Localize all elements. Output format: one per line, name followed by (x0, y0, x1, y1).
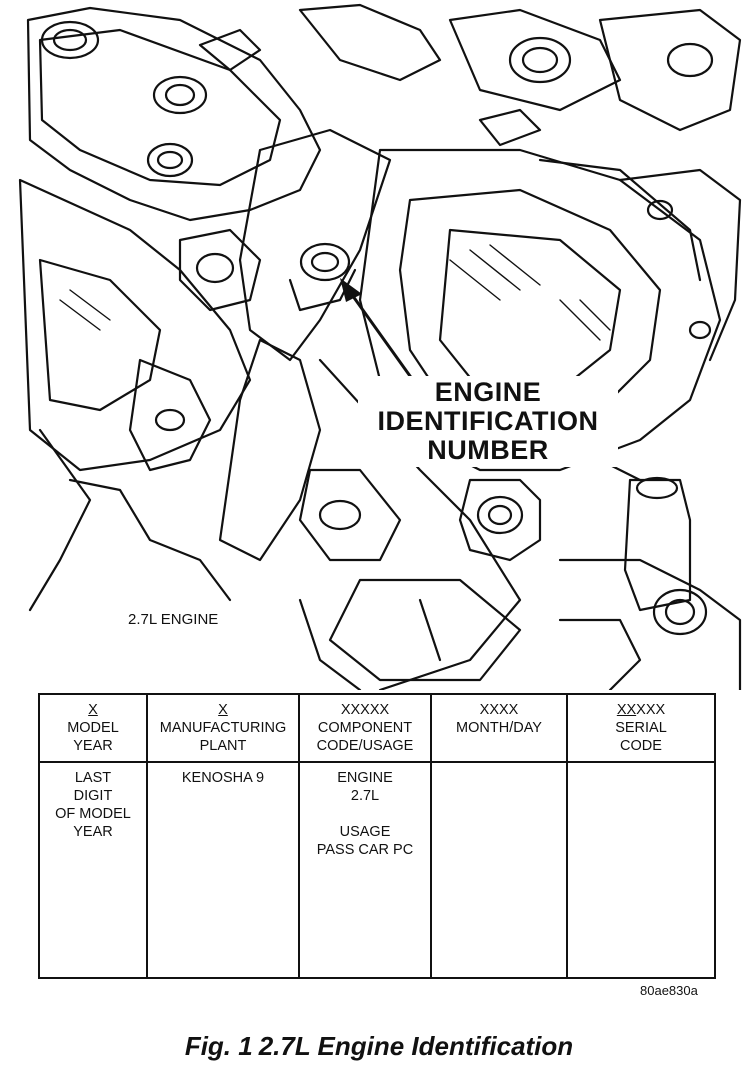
header-model-year: X MODEL YEAR (38, 693, 148, 763)
table-header-row: X MODEL YEAR X MANUFACTURING PLANT XXXXX… (38, 693, 716, 763)
callout-line-2: IDENTIFICATION (377, 406, 599, 436)
callout-line-1: ENGINE (434, 377, 542, 407)
caption-fig-number: Fig. 1 (184, 1031, 253, 1061)
header-component-code: XXXXX COMPONENT CODE/USAGE (298, 693, 432, 763)
value-model-year: LAST DIGIT OF MODEL YEAR (38, 761, 148, 979)
table-value-row: LAST DIGIT OF MODEL YEAR KENOSHA 9 ENGIN… (38, 761, 716, 979)
figure-code: 80ae830a (640, 983, 698, 998)
header-serial-code: XXXXX SERIAL CODE (566, 693, 716, 763)
engine-id-callout: ENGINE IDENTIFICATION NUMBER (358, 376, 618, 467)
value-serial-code (566, 761, 716, 979)
value-plant: KENOSHA 9 (146, 761, 300, 979)
engine-illustration (18, 3, 742, 690)
value-component: ENGINE 2.7L USAGE PASS CAR PC (298, 761, 432, 979)
caption-title: 2.7L Engine Identification (258, 1031, 574, 1061)
value-month-day (430, 761, 568, 979)
header-month-day: XXXX MONTH/DAY (430, 693, 568, 763)
callout-line-3: NUMBER (427, 435, 549, 465)
engine-label: 2.7L ENGINE (126, 611, 221, 628)
engine-id-table: X MODEL YEAR X MANUFACTURING PLANT XXXXX… (38, 693, 716, 979)
header-manufacturing-plant: X MANUFACTURING PLANT (146, 693, 300, 763)
